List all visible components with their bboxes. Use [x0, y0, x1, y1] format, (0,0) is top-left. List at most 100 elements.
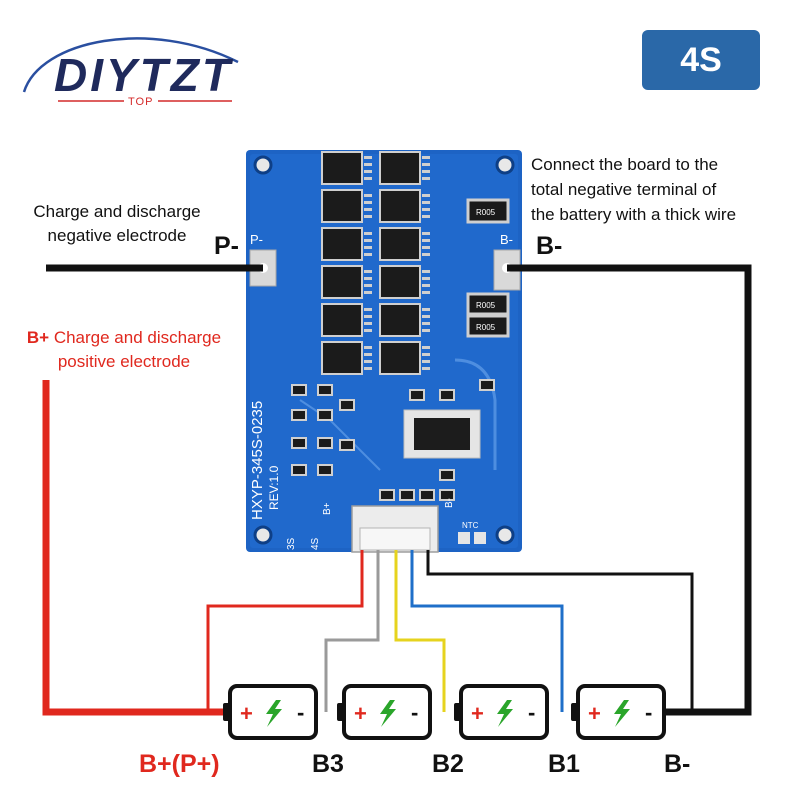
- smd-part: [317, 437, 333, 449]
- battery-plus-sign: +: [588, 701, 601, 726]
- mosfet-pin: [422, 194, 430, 197]
- mosfet-pin: [422, 322, 430, 325]
- battery-terminal: [454, 703, 461, 721]
- resistor-r005-1: [466, 198, 510, 224]
- mosfet-pin: [422, 215, 430, 218]
- mosfet-pin: [422, 163, 430, 166]
- mosfet-pin: [422, 284, 430, 287]
- mosfet-a5: [321, 303, 363, 337]
- resistor-label-3: R005: [476, 323, 496, 332]
- ntc-pad-2: [474, 532, 486, 544]
- mosfet-pin: [422, 201, 430, 204]
- resistor-label-1: R005: [476, 208, 496, 217]
- battery-cell-2: +-: [337, 684, 432, 740]
- mosfet-pin: [364, 367, 372, 370]
- smd-part: [317, 464, 333, 476]
- battery-plus-sign: +: [240, 701, 253, 726]
- smd-part: [419, 489, 435, 501]
- mosfet-pin: [364, 232, 372, 235]
- mosfet-pin: [422, 346, 430, 349]
- battery-series: +-+-+-+-: [223, 684, 666, 740]
- mosfet-pin: [364, 284, 372, 287]
- smd-part: [291, 409, 307, 421]
- battery-plus-sign: +: [471, 701, 484, 726]
- label-b1: B1: [548, 750, 580, 778]
- note-p-minus-line-2: negative electrode: [47, 226, 187, 245]
- mosfet-pin: [422, 329, 430, 332]
- smd-part: [439, 469, 455, 481]
- wire-yellow-b2: [394, 550, 446, 712]
- battery-terminal: [223, 703, 230, 721]
- battery-bolt-icon: [614, 700, 630, 727]
- mosfet-pin: [422, 253, 430, 256]
- label-p-minus: P-: [214, 232, 239, 260]
- mosfet-pin: [422, 277, 430, 280]
- battery-minus-sign: -: [645, 700, 652, 725]
- mosfet-a6: [321, 341, 363, 375]
- pcb-trace-1: [454, 358, 497, 470]
- label-b-plus-p-plus: B+(P+): [139, 750, 220, 778]
- mosfet-a4: [321, 265, 363, 299]
- mosfet-pin: [364, 346, 372, 349]
- wire-red-balance: [206, 550, 364, 712]
- balance-connector-slot: [359, 527, 431, 551]
- mosfet-pin: [364, 329, 372, 332]
- smd-part: [291, 464, 307, 476]
- series-badge: 4S: [642, 30, 760, 90]
- smd-part: [379, 489, 395, 501]
- mount-hole-br: [495, 525, 515, 545]
- battery-bolt-icon: [380, 700, 396, 727]
- mosfet-pin: [364, 163, 372, 166]
- wire-b-minus-thick: [507, 264, 752, 716]
- pcb-b-plus-text: B+: [322, 502, 333, 515]
- mosfet-pin: [364, 208, 372, 211]
- smd-part: [439, 389, 455, 401]
- note-b-plus: B+ Charge and discharge positive electro…: [8, 326, 240, 374]
- brand-sub: TOP: [128, 96, 154, 108]
- label-b-minus-bottom: B-: [664, 750, 691, 778]
- mount-hole-tr: [495, 155, 515, 175]
- pcb-b-minus-small: B-: [444, 498, 455, 508]
- mosfet-pin: [422, 246, 430, 249]
- mosfet-b3: [379, 227, 421, 261]
- smd-part: [317, 384, 333, 396]
- wire-gray-b3: [324, 550, 380, 712]
- battery-cell-4: +-: [571, 684, 666, 740]
- mosfet-a2: [321, 189, 363, 223]
- mosfet-pin: [422, 315, 430, 318]
- mosfet-pin: [364, 315, 372, 318]
- mosfet-a1: [321, 151, 363, 185]
- mosfet-pin: [364, 194, 372, 197]
- pcb-rev-text: REV:1.0: [267, 465, 281, 510]
- pcb-ntc-text: NTC: [462, 521, 479, 530]
- battery-minus-sign: -: [528, 700, 535, 725]
- smd-part: [399, 489, 415, 501]
- mosfet-pin: [422, 170, 430, 173]
- mosfet-b6: [379, 341, 421, 375]
- smd-components: [291, 379, 495, 501]
- mosfet-pin: [422, 367, 430, 370]
- mosfet-pin: [364, 270, 372, 273]
- battery-terminal: [571, 703, 578, 721]
- mosfet-pin: [422, 360, 430, 363]
- pcb-3s-text: 3S: [286, 537, 297, 550]
- note-b-plus-line-1-text: Charge and discharge: [49, 328, 222, 347]
- mosfet-pin: [364, 308, 372, 311]
- note-b-minus-line-1: Connect the board to the: [531, 155, 719, 174]
- resistor-label-2: R005: [476, 301, 496, 310]
- note-b-minus: Connect the board to the total negative …: [531, 152, 796, 227]
- battery-terminal: [337, 703, 344, 721]
- mount-hole-tl: [253, 155, 273, 175]
- battery-minus-sign: -: [411, 700, 418, 725]
- mosfet-b1: [379, 151, 421, 185]
- battery-bolt-icon: [266, 700, 282, 727]
- smd-part: [291, 437, 307, 449]
- smd-part: [439, 489, 455, 501]
- mosfet-pin: [364, 156, 372, 159]
- mosfet-pin: [364, 215, 372, 218]
- battery-minus-sign: -: [297, 700, 304, 725]
- mosfet-pin: [364, 277, 372, 280]
- label-b3: B3: [312, 750, 344, 778]
- battery-plus-sign: +: [354, 701, 367, 726]
